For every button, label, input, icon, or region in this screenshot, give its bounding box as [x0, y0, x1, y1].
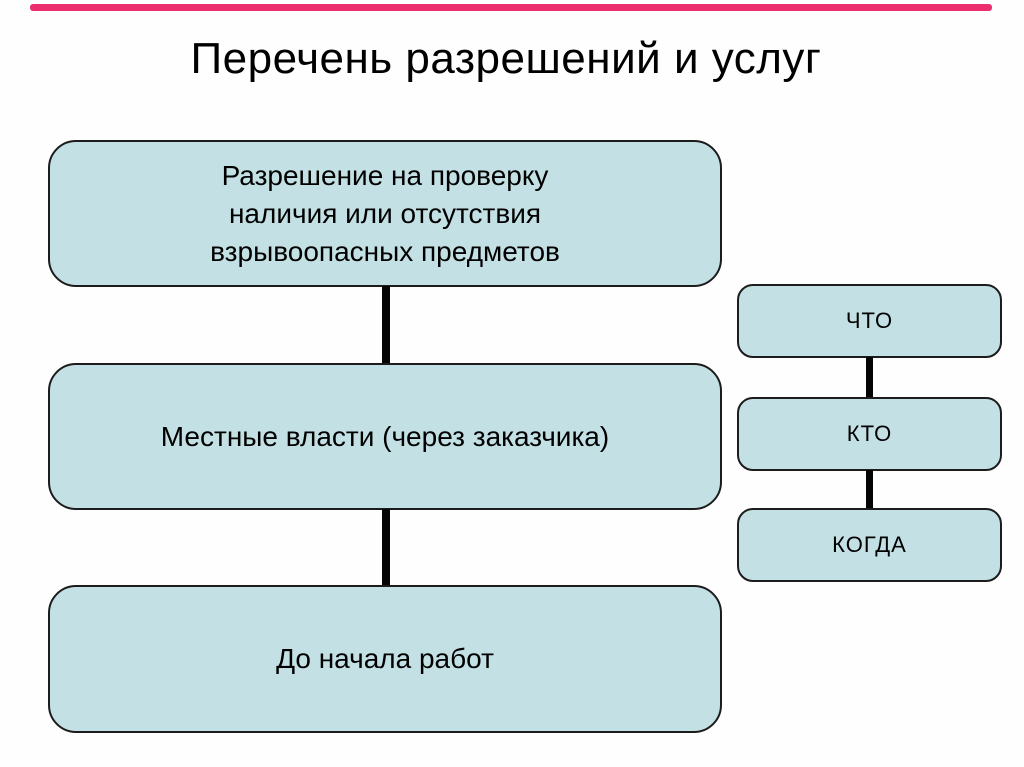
side-box-when-label: КОГДА — [832, 532, 907, 557]
accent-bar — [30, 4, 992, 11]
connector-who-to-when — [866, 470, 873, 509]
flow-box-timing: До начала работ — [48, 585, 722, 733]
side-box-who-label: КТО — [846, 421, 893, 446]
flow-box-timing-label: До начала работ — [276, 643, 494, 674]
flow-box-permit-line-2: наличия или отсутствия — [228, 197, 542, 229]
flow-box-authority-label: Местные власти (через заказчика) — [160, 420, 610, 452]
slide-title: Перечень разрешений и услуг — [190, 34, 822, 83]
side-box-what: ЧТО — [737, 284, 1002, 358]
side-box-what-label: ЧТО — [845, 308, 894, 333]
side-box-who: КТО — [737, 397, 1002, 471]
side-box-when: КОГДА — [737, 508, 1002, 582]
connector-authority-to-timing — [382, 509, 390, 586]
connector-permit-to-authority — [382, 286, 390, 364]
flow-box-permit-line-1: Разрешение на проверку — [221, 159, 549, 191]
flow-box-authority: Местные власти (через заказчика) — [48, 363, 722, 510]
flow-box-permit-line-3: взрывоопасных предметов — [210, 235, 560, 267]
flow-box-permit: Разрешение на проверку наличия или отсут… — [48, 140, 722, 287]
connector-what-to-who — [866, 357, 873, 398]
